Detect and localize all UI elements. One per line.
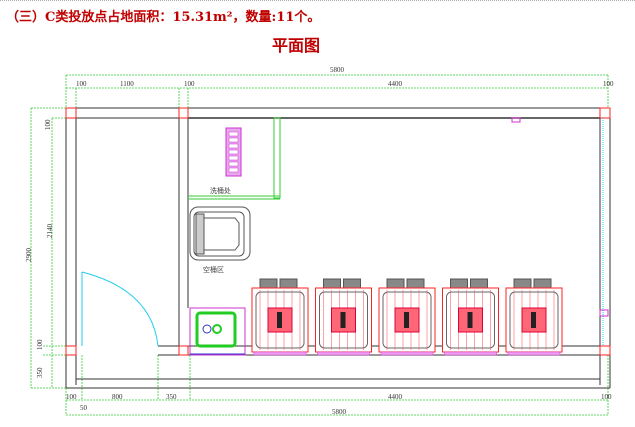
fixture-right	[599, 309, 609, 317]
sorting-bin	[251, 278, 309, 356]
sorting-bin	[442, 278, 499, 356]
sink	[189, 307, 246, 356]
dim-top-a: 100	[76, 80, 87, 88]
section-heading: （三）C类投放点占地面积：15.31m²，数量:11个。	[6, 10, 321, 25]
dim-top-e: 100	[603, 80, 614, 88]
dim-bottom-c: 350	[166, 393, 177, 401]
wash-rack	[225, 127, 242, 177]
columns	[65, 107, 611, 356]
dim-left-total: 2900	[25, 248, 33, 263]
dim-bottom-e: 100	[601, 393, 612, 401]
sorting-bin	[378, 278, 436, 356]
fixture-top-right	[511, 117, 521, 123]
empty-bin	[189, 206, 251, 261]
dimension-lines	[30, 74, 609, 416]
dim-left-b: 2140	[46, 224, 54, 239]
drawing-title: 平面图	[272, 36, 321, 55]
sorting-bin	[505, 278, 563, 356]
wash-area-label: 洗桶处	[210, 186, 231, 195]
dim-bottom-d: 4400	[388, 393, 403, 401]
sorting-bins	[251, 278, 563, 356]
dim-bottom-b: 800	[112, 393, 123, 401]
dim-left-a: 100	[44, 119, 52, 130]
sorting-bin	[315, 278, 372, 356]
door-swing-arc	[81, 271, 159, 347]
dim-left-c: 100	[36, 339, 44, 350]
dim-top-c: 100	[184, 80, 195, 88]
dim-top-total: 5800	[330, 66, 345, 74]
page-top-rule	[0, 0, 635, 1]
dim-top-b: 1100	[120, 80, 134, 88]
dim-top-d: 4400	[388, 80, 403, 88]
empty-bin-area-label: 空桶区	[203, 265, 224, 274]
dim-bottom-a: 100	[66, 393, 77, 401]
dim-left-d: 350	[36, 367, 44, 378]
dim-bottom-f: 50	[80, 404, 88, 412]
dimension-texts: 5800 100 1100 100 4400 100 2900 100 2140…	[25, 66, 614, 416]
dim-bottom-total: 5800	[332, 408, 347, 416]
wash-partition	[188, 117, 281, 200]
